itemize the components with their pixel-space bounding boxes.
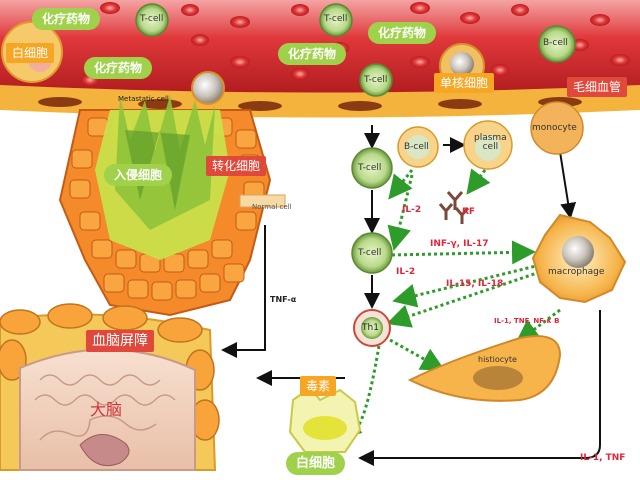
t-cell-label-1: T-cell: [140, 14, 164, 24]
inf-il17-label: INF-γ, IL-17: [430, 239, 489, 249]
normal-cell-label: Normal cell: [252, 203, 292, 211]
chemo-label-4: 化疗药物: [368, 22, 437, 44]
invading-cell-label: 入侵细胞: [104, 164, 173, 186]
chemo-label-2: 化疗药物: [84, 57, 153, 79]
macrophage-nucleus: [562, 236, 594, 268]
white-cell-top-label: 白细胞: [6, 43, 55, 63]
b-cell-label: B-cell: [404, 142, 429, 152]
rf-label: RF: [462, 207, 476, 217]
transformed-cell-label: 转化细胞: [206, 156, 267, 176]
bbb-label: 血脑屏障: [86, 330, 154, 352]
macrophage-label: macrophage: [548, 267, 605, 277]
white-cell-bottom-nucleus: [303, 416, 347, 440]
histiocyte-nucleus: [473, 366, 523, 390]
white-cell-bottom-label: 白细胞: [286, 452, 346, 475]
tumor-mass: [58, 95, 272, 317]
brain-ventricle: [79, 434, 130, 467]
chemo-label-3: 化疗药物: [278, 43, 347, 65]
metastatic-cell-label: Metastatic cell: [118, 95, 169, 103]
capillary-label: 毛细血管: [567, 77, 628, 97]
chemo-label-1: 化疗药物: [32, 8, 101, 30]
leukocyte-on-wall: [191, 71, 225, 105]
t-cells-vessel: [135, 3, 576, 97]
il2-label-b: IL-2: [396, 267, 416, 277]
rf-antibodies: [438, 191, 470, 224]
il15-il18-label: IL-15, IL-18: [446, 279, 504, 289]
tnf-alpha-arrow: [221, 225, 266, 358]
brain-gyri: [34, 374, 176, 441]
green-arrows: [340, 168, 561, 442]
monocyte-cn-label: 单核细胞: [434, 73, 495, 93]
histiocyte-label: histiocyte: [478, 355, 517, 364]
t-cell-label-3: T-cell: [364, 75, 388, 85]
th1-label: Th1: [362, 323, 379, 333]
toxin-label: 毒素: [300, 376, 337, 396]
monocyte-label: monocyte: [532, 123, 577, 133]
t-cell-label-5: T-cell: [358, 248, 382, 258]
b-cell-label-vessel: B-cell: [543, 38, 568, 48]
normal-cell-strip: [239, 194, 286, 208]
endothelial-nuclei: [38, 97, 582, 111]
plasma-cell-label: plasma cell: [474, 133, 507, 152]
il1-tnf-label: IL-1, TNF: [580, 453, 626, 463]
il2-label-a: IL-2: [402, 205, 422, 215]
t-cell-label-2: T-cell: [324, 14, 348, 24]
immune-cells: [351, 101, 584, 347]
brain-label: 大脑: [90, 400, 123, 419]
t-cell-label-4: T-cell: [358, 163, 382, 173]
il1-tnf-nfkb-label: IL-1, TNF, NF-κ B: [494, 317, 560, 325]
tnf-alpha-label: TNF-α: [270, 295, 297, 304]
